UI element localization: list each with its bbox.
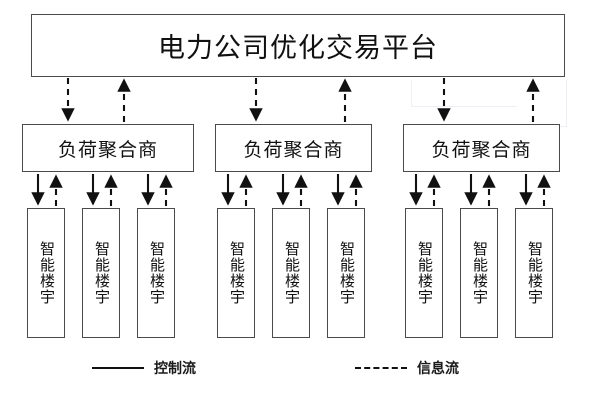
building-box-8: 智能楼宇 xyxy=(460,208,498,338)
building-box-4: 智能楼宇 xyxy=(217,208,255,338)
legend-information-flow: 信息流 xyxy=(355,358,459,378)
scan-artifact xyxy=(411,80,517,107)
solid-line-icon xyxy=(92,367,144,369)
platform-box: 电力公司优化交易平台 xyxy=(31,14,565,77)
aggregator-box-2: 负荷聚合商 xyxy=(215,124,372,172)
building-box-1: 智能楼宇 xyxy=(27,208,65,338)
dashed-line-icon xyxy=(355,367,407,369)
building-box-3: 智能楼宇 xyxy=(137,208,175,338)
building-box-5: 智能楼宇 xyxy=(272,208,310,338)
building-box-2: 智能楼宇 xyxy=(82,208,120,338)
legend-control-flow-label: 控制流 xyxy=(154,361,196,377)
aggregator-box-1: 负荷聚合商 xyxy=(22,124,194,172)
building-box-6: 智能楼宇 xyxy=(327,208,365,338)
building-box-9: 智能楼宇 xyxy=(515,208,553,338)
scan-artifact xyxy=(411,80,567,127)
legend-information-flow-label: 信息流 xyxy=(417,361,459,377)
legend-control-flow: 控制流 xyxy=(92,358,196,378)
aggregator-box-3: 负荷聚合商 xyxy=(403,124,560,172)
building-box-7: 智能楼宇 xyxy=(405,208,443,338)
